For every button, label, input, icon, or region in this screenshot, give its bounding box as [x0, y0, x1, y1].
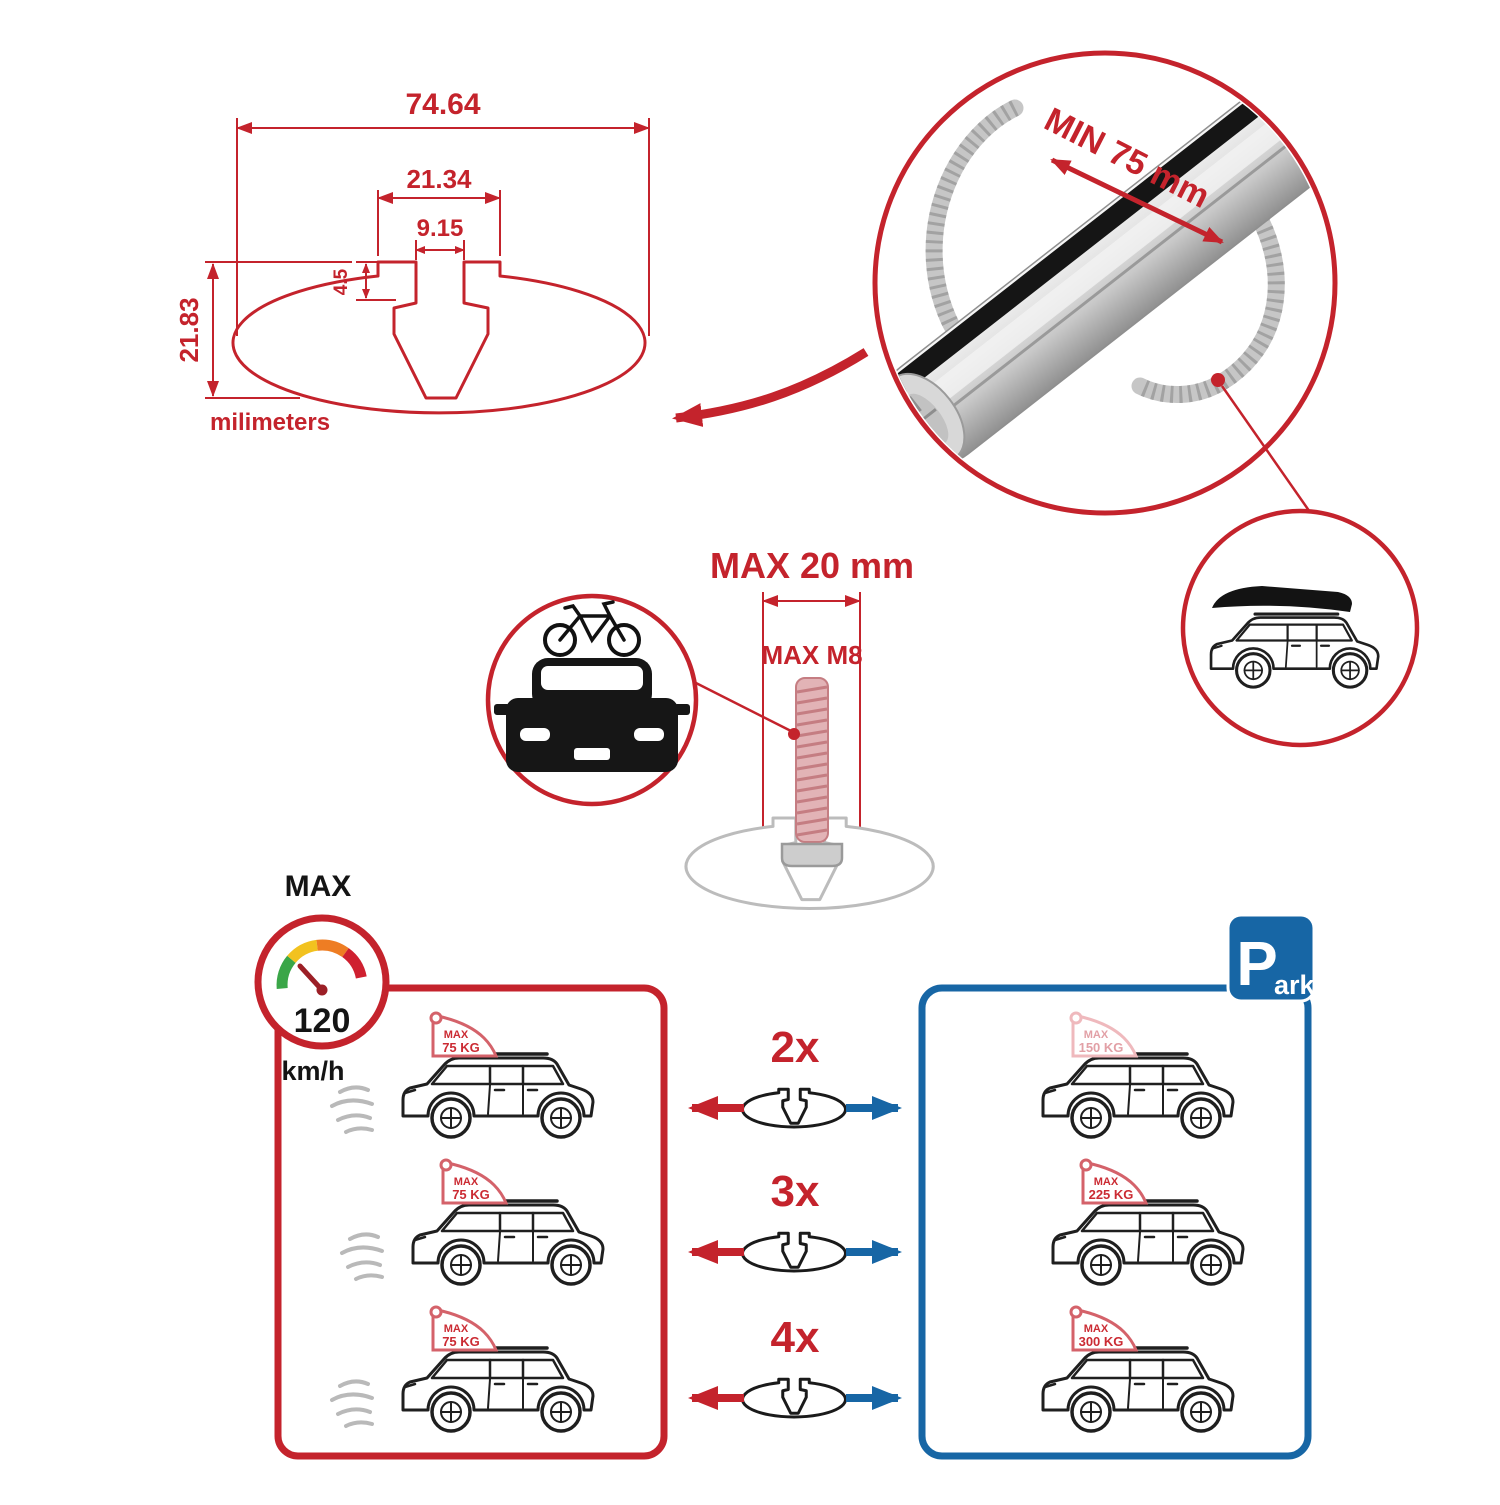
svg-text:MAX: MAX — [1084, 1323, 1109, 1335]
speed-value: 120 — [294, 1002, 351, 1040]
dim-total-height: 21.83 — [174, 261, 352, 399]
svg-text:MAX: MAX — [444, 1029, 469, 1041]
width-extension-lines — [762, 592, 861, 838]
max-speed-heading: MAX — [285, 870, 352, 903]
load-label-driving-2: MAX 75 KG — [439, 1158, 508, 1205]
t-bolt — [780, 677, 844, 868]
svg-text:75 KG: 75 KG — [452, 1187, 490, 1202]
dim-total-width-value: 74.64 — [405, 88, 480, 121]
multiplier-row-3: 4x — [688, 1313, 902, 1418]
speed-unit: km/h — [281, 1056, 344, 1086]
load-label-parked-3: MAX 300 KG — [1069, 1305, 1138, 1352]
load-label-driving-3: MAX 75 KG — [429, 1305, 498, 1352]
max-thread-label: MAX M8 — [761, 640, 862, 670]
pointer-dot — [1211, 373, 1225, 387]
svg-text:75 KG: 75 KG — [442, 1040, 480, 1055]
dim-slot-inner-value: 9.15 — [417, 215, 464, 242]
clamp-strap-right — [1131, 196, 1285, 403]
needle-pivot — [316, 984, 328, 996]
bike-icon — [543, 600, 641, 657]
bolt-diagram: MAX 20 mm MAX M8 — [485, 545, 935, 910]
svg-text:75 KG: 75 KG — [442, 1334, 480, 1349]
multiplier-label-1: 2x — [771, 1023, 820, 1072]
dim-total-width: 74.64 — [236, 88, 650, 336]
dim-total-height-value: 21.83 — [174, 297, 204, 362]
multiplier-row-1: 2x — [688, 1023, 902, 1128]
gauge-arc — [276, 939, 367, 989]
units-label: milimeters — [210, 409, 330, 436]
dim-slot-outer-value: 21.34 — [406, 164, 472, 194]
min-span-arrow — [1050, 157, 1224, 245]
multiplier-label-2: 3x — [771, 1167, 820, 1216]
dim-slot-outer: 21.34 — [377, 164, 501, 256]
park-sign-letter: P — [1236, 930, 1277, 999]
car-front-circle — [485, 593, 800, 807]
park-sign: P ark — [1226, 913, 1316, 1003]
dim-slot-inner: 9.15 — [415, 215, 465, 260]
pointer-dot — [788, 728, 800, 740]
svg-text:300 KG: 300 KG — [1079, 1334, 1124, 1349]
roof-box — [1212, 586, 1352, 612]
connector-line — [693, 680, 792, 733]
dim-lip-depth-value: 4.5 — [331, 268, 352, 295]
load-label-driving-1: MAX 75 KG — [429, 1011, 498, 1058]
svg-text:MAX: MAX — [454, 1176, 479, 1188]
speedometer: MAX 120 km/h — [254, 870, 390, 1086]
suv-roofbox-circle — [1180, 508, 1420, 748]
multiplier-label-3: 4x — [771, 1313, 820, 1362]
t-head — [780, 842, 844, 868]
closeup-pointer-arrow — [672, 348, 869, 427]
speedometer-ring — [254, 914, 390, 1050]
svg-text:MAX: MAX — [1084, 1029, 1109, 1041]
load-label-parked-1: MAX 150 KG — [1069, 1011, 1138, 1058]
svg-text:225 KG: 225 KG — [1089, 1187, 1134, 1202]
park-sign-suffix: ark — [1274, 970, 1316, 1000]
connector-line — [1220, 385, 1314, 516]
thread-lines — [796, 685, 828, 837]
multiplier-row-2: 3x — [688, 1167, 902, 1272]
parked-cars: MAX 150 KG MAX 225 KG MAX 300 KG — [1041, 1011, 1245, 1433]
svg-text:MAX: MAX — [1094, 1176, 1119, 1188]
svg-text:150 KG: 150 KG — [1079, 1040, 1124, 1055]
car-front-icon — [494, 658, 690, 772]
max-width-label: MAX 20 mm — [710, 545, 914, 586]
driving-cars: MAX 75 KG MAX 75 KG MAX 75 KG — [330, 1011, 605, 1433]
svg-text:MAX: MAX — [444, 1323, 469, 1335]
bar-closeup-circle: MIN 75 mm — [872, 50, 1338, 516]
dim-lip-depth: 4.5 — [331, 261, 396, 301]
load-label-parked-2: MAX 225 KG — [1079, 1158, 1148, 1205]
cross-section-drawing: 74.64 21.34 9.15 4.5 21.83 milimeters — [174, 88, 650, 436]
